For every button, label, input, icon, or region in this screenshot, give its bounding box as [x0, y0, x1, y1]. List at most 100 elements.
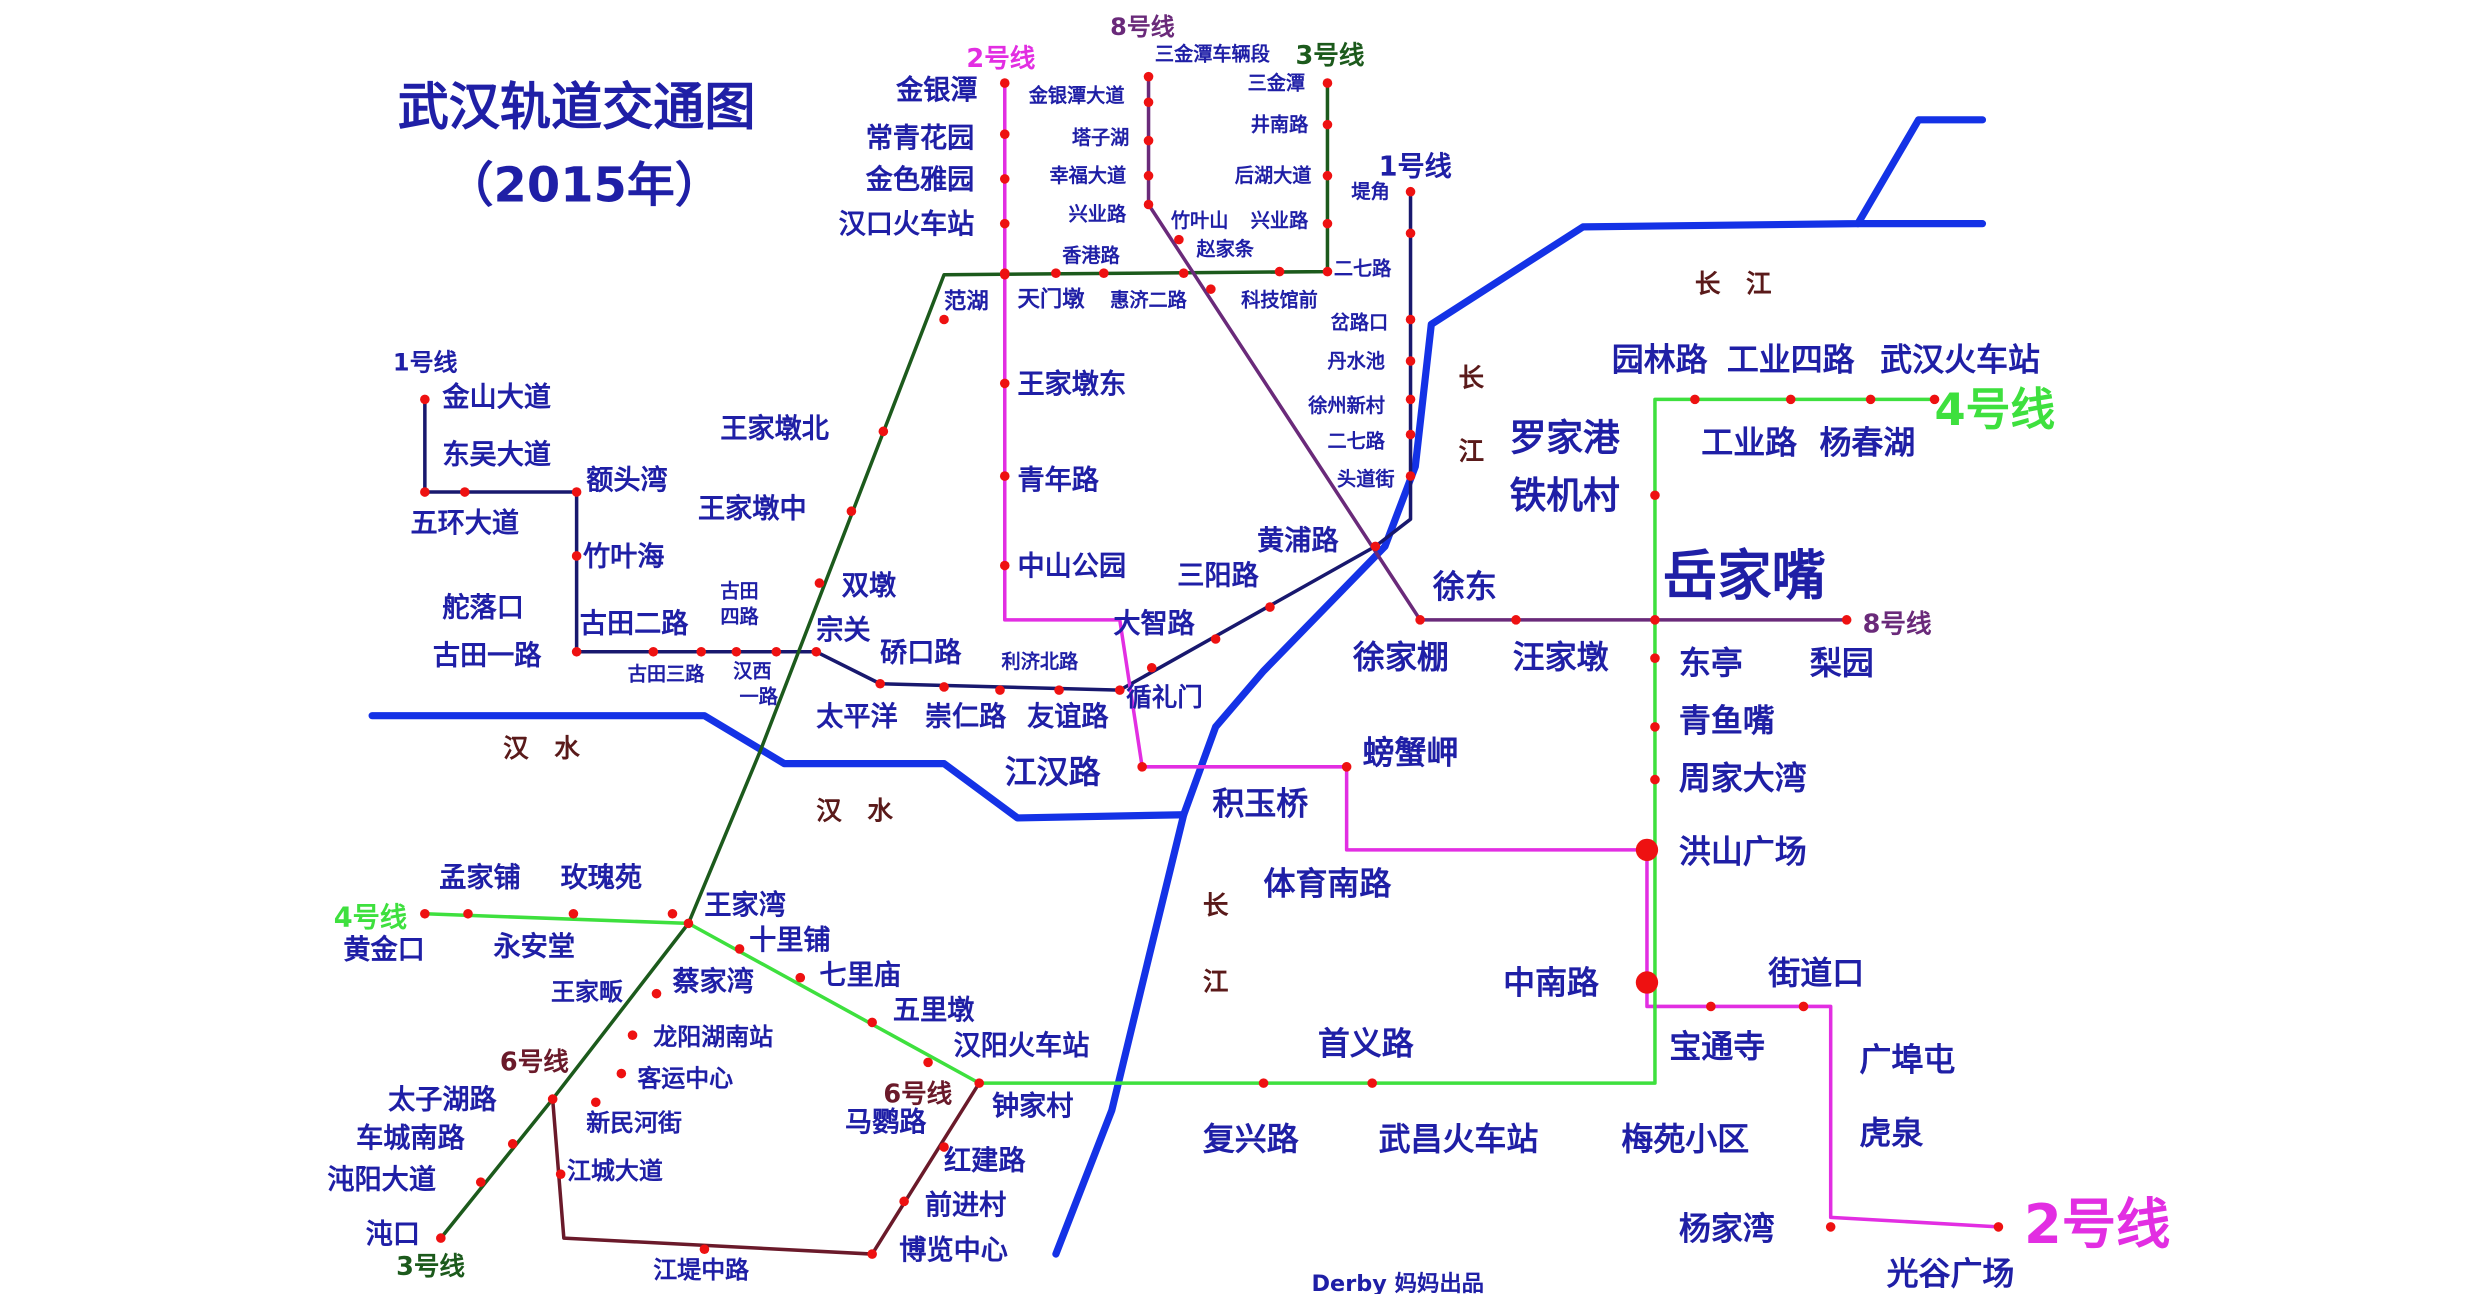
station-dot[interactable] [547, 1094, 558, 1104]
station-label[interactable]: 积玉桥 [1212, 785, 1308, 823]
station-label[interactable]: 沌口 [366, 1219, 420, 1250]
station-label[interactable]: 王家墩北 [720, 413, 829, 445]
station-dot[interactable] [731, 647, 742, 657]
station-label[interactable]: 兴业路 [1069, 202, 1127, 225]
station-label[interactable]: 额头湾 [586, 464, 667, 496]
station-label[interactable]: 岔路口 [1331, 311, 1388, 334]
station-label[interactable]: 洪山广场 [1679, 833, 1807, 871]
station-dot[interactable] [1114, 685, 1125, 695]
station-label[interactable]: 古田一路 [433, 640, 542, 672]
station-label[interactable]: 二七路 [1327, 429, 1385, 452]
station-dot[interactable] [1322, 119, 1333, 130]
station-label[interactable]: 龙阳湖南站 [653, 1023, 773, 1051]
station-dot[interactable] [899, 1196, 909, 1207]
station-label[interactable]: 四路 [720, 605, 759, 628]
station-dot[interactable] [1650, 490, 1660, 501]
station-label[interactable]: 梨园 [1810, 644, 1874, 682]
station-dot[interactable] [846, 506, 857, 517]
station-label[interactable]: 虎泉 [1859, 1114, 1923, 1152]
station-dot[interactable] [667, 908, 678, 919]
station-label[interactable]: 金银潭 [895, 74, 977, 106]
station-label[interactable]: 汉西 [733, 659, 771, 682]
station-dot[interactable] [1650, 774, 1660, 785]
station-dot[interactable] [1785, 394, 1796, 405]
station-label[interactable]: 五里墩 [893, 995, 975, 1026]
station-label[interactable]: 古田二路 [580, 608, 689, 640]
station-dot[interactable] [1825, 1222, 1836, 1232]
station-label[interactable]: 徐家棚 [1352, 638, 1449, 676]
station-dot[interactable] [1405, 429, 1416, 440]
station-dot[interactable] [1258, 1078, 1269, 1088]
station-label[interactable]: 复兴路 [1203, 1120, 1299, 1158]
station-dot[interactable] [923, 1057, 933, 1068]
station-dot[interactable] [648, 647, 659, 657]
station-label[interactable]: 幸福大道 [1049, 164, 1126, 187]
station-dot[interactable] [507, 1139, 518, 1149]
station-label[interactable]: 塔子湖 [1072, 126, 1129, 149]
station-label[interactable]: 沌阳大道 [327, 1164, 436, 1196]
station-label[interactable]: 周家大湾 [1679, 759, 1807, 797]
station-dot[interactable] [1405, 356, 1416, 366]
station-dot[interactable] [571, 647, 582, 657]
station-label[interactable]: 赵家条 [1195, 238, 1254, 261]
station-dot[interactable] [591, 1097, 601, 1108]
station-dot[interactable] [1511, 615, 1521, 625]
station-dot[interactable] [878, 426, 889, 437]
station-dot[interactable] [814, 578, 825, 588]
station-dot[interactable] [651, 988, 662, 999]
station-label[interactable]: 孟家铺 [439, 862, 520, 894]
line-4-track[interactable] [424, 397, 1935, 1085]
station-label[interactable]: 宗关 [816, 614, 870, 646]
station-dot[interactable] [1993, 1222, 2004, 1232]
station-label[interactable]: 惠济二路 [1110, 289, 1187, 312]
station-label[interactable]: 十里铺 [749, 925, 830, 956]
station-label[interactable]: 宝通寺 [1669, 1028, 1765, 1066]
station-label[interactable]: 头道街 [1337, 468, 1394, 491]
station-label[interactable]: 三阳路 [1177, 560, 1259, 592]
station-label[interactable]: 五环大道 [410, 507, 519, 539]
station-dot[interactable] [1051, 268, 1061, 278]
station-label[interactable]: 钟家村 [992, 1090, 1073, 1122]
station-label[interactable]: 徐州新村 [1307, 394, 1385, 417]
station-label[interactable]: 博览中心 [899, 1234, 1008, 1266]
station-label[interactable]: 体育南路 [1264, 865, 1392, 903]
station-dot[interactable] [999, 78, 1010, 88]
station-dot[interactable] [616, 1068, 627, 1079]
station-label[interactable]: 新民河街 [586, 1109, 682, 1137]
station-dot[interactable] [811, 647, 822, 657]
station-label[interactable]: 武汉火车站 [1880, 341, 2040, 379]
station-label[interactable]: 永安堂 [494, 931, 575, 962]
station-dot[interactable] [1143, 71, 1154, 82]
station-dot[interactable] [1370, 541, 1381, 552]
station-label[interactable]: 杨家湾 [1679, 1210, 1775, 1248]
station-label[interactable]: 武昌火车站 [1379, 1120, 1539, 1158]
station-label[interactable]: 天门墩 [1018, 286, 1086, 313]
station-label[interactable]: 常青花园 [866, 123, 975, 154]
station-dot[interactable] [699, 1244, 710, 1255]
station-label[interactable]: 王家墩东 [1018, 368, 1127, 400]
station-dot[interactable] [999, 268, 1010, 278]
station-dot[interactable] [475, 1177, 486, 1187]
station-dot[interactable] [1143, 199, 1154, 210]
station-dot[interactable] [1650, 653, 1660, 663]
station-dot[interactable] [1274, 266, 1285, 277]
line-2-track[interactable] [1003, 83, 1999, 1229]
station-label[interactable]: 中南路 [1503, 964, 1599, 1002]
station-label[interactable]: 崇仁路 [925, 700, 1007, 732]
station-label[interactable]: 竹叶山 [1170, 209, 1228, 232]
station-dot[interactable] [420, 908, 430, 919]
station-label[interactable]: 黄金口 [343, 934, 424, 966]
station-dot[interactable] [683, 918, 694, 929]
station-dot[interactable] [1174, 234, 1184, 245]
station-label[interactable]: 罗家港 [1510, 417, 1621, 460]
station-dot[interactable] [1322, 266, 1333, 277]
station-label[interactable]: 梅苑小区 [1621, 1120, 1749, 1158]
station-label[interactable]: 双墩 [842, 570, 897, 601]
station-dot[interactable] [1143, 135, 1154, 146]
station-dot[interactable] [571, 551, 582, 561]
station-label[interactable]: 金银潭大道 [1028, 84, 1126, 107]
station-label[interactable]: 岳家嘴 [1663, 544, 1826, 607]
station-label[interactable]: 王家湾 [704, 889, 785, 921]
station-label[interactable]: 首义路 [1318, 1024, 1414, 1062]
station-label[interactable]: 青鱼嘴 [1679, 702, 1775, 740]
